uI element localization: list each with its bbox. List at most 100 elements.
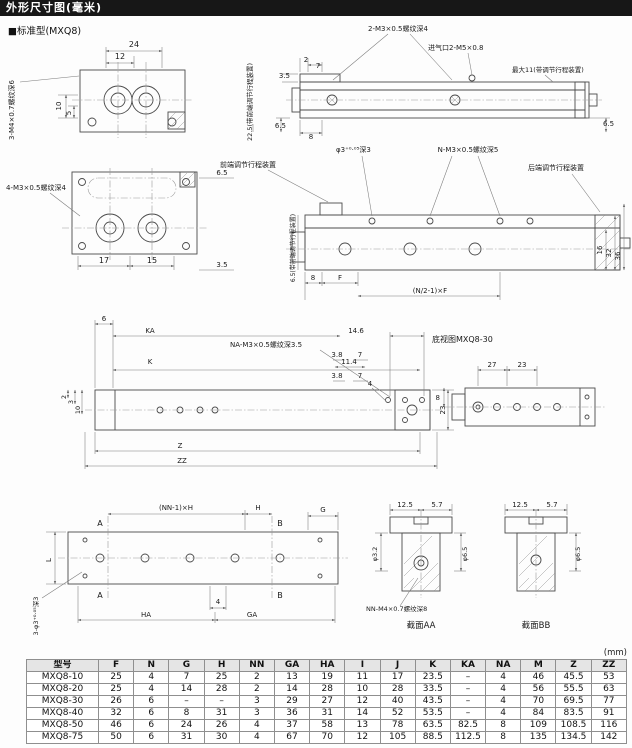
value-cell: 28 <box>309 683 346 696</box>
value-cell: 45.5 <box>555 671 592 684</box>
column-header: KA <box>449 659 487 672</box>
dimension-label: 10 <box>74 406 82 414</box>
value-cell: 8 <box>485 731 522 744</box>
section-caption: 截面BB <box>522 620 551 631</box>
page-title: 外形尺寸图(毫米) <box>0 0 632 16</box>
dimension-label: 6.5 <box>603 120 614 128</box>
bottom-plan-drawing <box>41 510 348 623</box>
value-cell: 12 <box>344 695 381 708</box>
dimension-label: 17 <box>99 256 109 265</box>
value-cell: 43.5 <box>414 695 451 708</box>
section-letter: B <box>277 591 283 600</box>
note: 前端调节行程装置 <box>220 160 276 169</box>
value-cell: – <box>449 671 487 684</box>
column-header: N <box>133 659 170 672</box>
value-cell: 17 <box>379 671 416 684</box>
value-cell: 23.5 <box>414 671 451 684</box>
value-cell: 50 <box>97 731 135 744</box>
note: φ3⁺⁰·⁰⁵深3 <box>336 145 371 154</box>
dimension-label: 24 <box>129 40 139 49</box>
value-cell: 6 <box>133 719 170 732</box>
value-cell: – <box>449 707 487 720</box>
dimension-label: 5.7 <box>546 501 557 509</box>
column-header: G <box>168 659 205 672</box>
value-cell: 29 <box>273 695 311 708</box>
dimension-label: 14.6 <box>348 327 364 335</box>
value-cell: 6 <box>133 707 170 720</box>
model-cell: MXQ8-40 <box>26 707 99 720</box>
value-cell: 12 <box>344 731 381 744</box>
dimension-label: 12 <box>115 52 125 61</box>
top-view-drawing <box>19 47 192 138</box>
value-cell: 4 <box>238 731 275 744</box>
value-cell: 24 <box>168 719 205 732</box>
column-header: GA <box>273 659 311 672</box>
dimension-label: 32 <box>605 249 613 258</box>
model-cell: MXQ8-30 <box>26 695 99 708</box>
dimension-label: 36 <box>614 251 622 260</box>
value-cell: 31 <box>203 707 240 720</box>
thread-note: 2-M3×0.5螺纹深4 <box>368 24 428 33</box>
value-cell: 46 <box>520 671 557 684</box>
dimension-label: Z <box>178 442 183 450</box>
value-cell: 70 <box>520 695 557 708</box>
value-cell: 14 <box>273 683 311 696</box>
dimension-label: 27 <box>488 361 497 369</box>
dimension-label: 8 <box>311 274 315 282</box>
value-cell: 26 <box>97 695 135 708</box>
value-cell: 53 <box>590 671 628 684</box>
column-header-model: 型号 <box>26 659 99 672</box>
bottom-view-mxq8-30-drawing <box>442 366 605 427</box>
value-cell: 4 <box>485 695 522 708</box>
column-header: NA <box>485 659 522 672</box>
thread-note: N-M3×0.5螺纹深5 <box>438 145 499 154</box>
value-cell: 27 <box>309 695 346 708</box>
column-header: I <box>344 659 381 672</box>
column-header: NN <box>238 659 275 672</box>
value-cell: 3 <box>238 695 275 708</box>
value-cell: 33.5 <box>414 683 451 696</box>
value-cell: 6 <box>133 695 170 708</box>
view-title: 底视图MXQ8-30 <box>432 334 493 344</box>
value-cell: 4 <box>485 671 522 684</box>
value-cell: 83.5 <box>555 707 592 720</box>
dimension-label: 6.5 <box>275 122 286 130</box>
value-cell: 25 <box>97 683 135 696</box>
dimension-label: 3.5 <box>216 261 227 269</box>
section-letter: A <box>97 591 103 600</box>
dimension-label: 7 <box>358 372 362 380</box>
value-cell: 91 <box>590 707 628 720</box>
dimension-label: L <box>45 558 53 562</box>
value-cell: 116 <box>590 719 628 732</box>
side-view-upper-drawing <box>252 33 610 136</box>
dimension-label: K <box>148 358 153 366</box>
value-cell: 108.5 <box>555 719 592 732</box>
value-cell: 109 <box>520 719 557 732</box>
dimension-label: 6.5 <box>216 169 227 177</box>
column-header: F <box>97 659 135 672</box>
value-cell: 88.5 <box>414 731 451 744</box>
value-cell: 13 <box>273 671 311 684</box>
column-header: M <box>520 659 557 672</box>
model-cell: MXQ8-50 <box>26 719 99 732</box>
value-cell: 13 <box>344 719 381 732</box>
series-subtitle: ■标准型(MXQ8) <box>8 26 82 37</box>
value-cell: 135 <box>520 731 557 744</box>
value-cell: 46 <box>97 719 135 732</box>
value-cell: 2 <box>238 671 275 684</box>
value-cell: 6 <box>133 731 170 744</box>
dimension-label: 7 <box>316 62 320 70</box>
dimension-label: 11.4 <box>341 358 357 366</box>
value-cell: 2 <box>238 683 275 696</box>
dimension-label: G <box>320 506 325 514</box>
dimension-label: 2 <box>60 395 68 399</box>
section-letter: A <box>97 519 103 528</box>
